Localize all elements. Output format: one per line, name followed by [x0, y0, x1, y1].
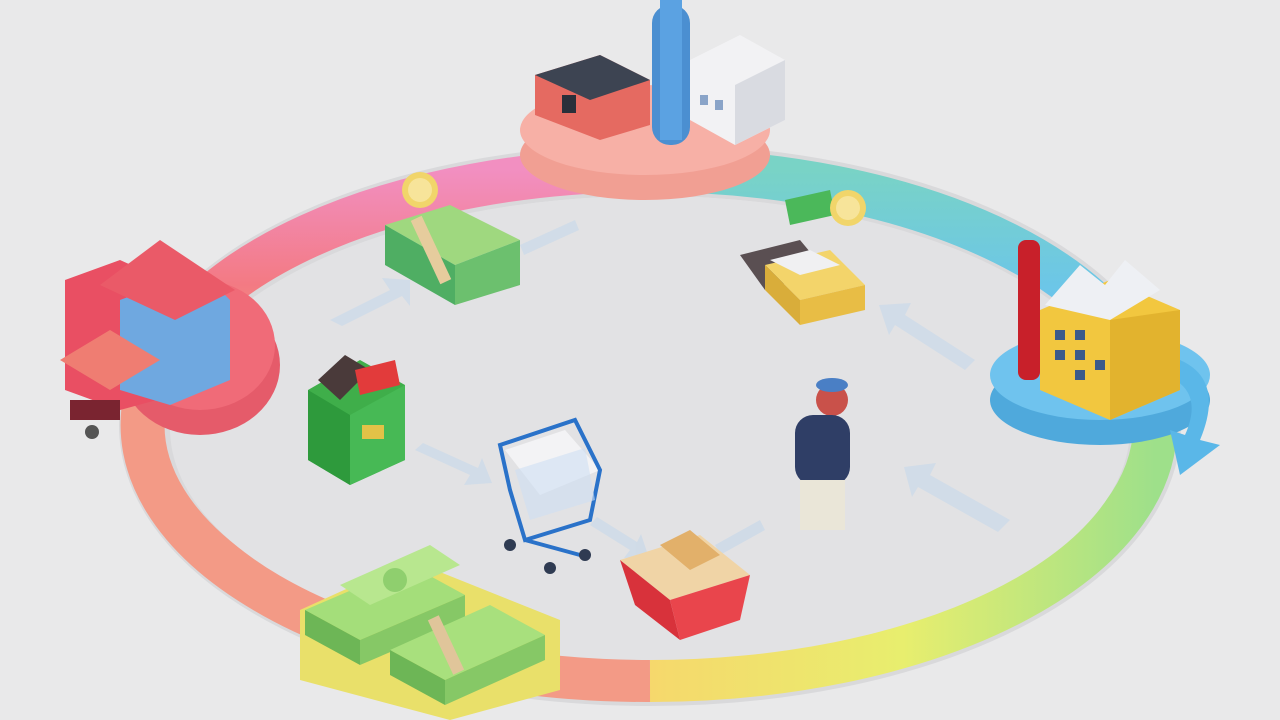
cash-bundle	[385, 172, 520, 305]
factory-right-node	[990, 240, 1220, 475]
arrow-icon	[415, 443, 492, 485]
arrow-icon	[330, 278, 410, 326]
factory-icon	[1018, 240, 1180, 420]
grocery-bag	[308, 355, 405, 485]
coins	[785, 190, 866, 226]
coin-icon	[402, 172, 438, 208]
factory-icon	[535, 0, 785, 145]
flow-arrows	[330, 220, 1010, 558]
person-icon	[795, 378, 850, 530]
coin-icon	[785, 190, 866, 226]
arrow-icon	[590, 517, 649, 558]
shopping-cart	[497, 417, 603, 574]
shopping-cart-icon	[497, 417, 603, 574]
arrow-icon	[904, 463, 1010, 532]
grocery-bag-icon	[308, 355, 405, 485]
cash-stack-icon	[305, 545, 545, 705]
cash-bundle-icon	[385, 205, 520, 305]
basket	[620, 530, 750, 640]
arrow-icon	[715, 520, 765, 555]
factory-top-node	[520, 0, 785, 200]
house-left-node	[60, 240, 280, 439]
shopper	[795, 378, 850, 530]
food-goods-icon	[740, 240, 865, 325]
arrow-icon	[520, 220, 579, 255]
cheese-bread	[740, 240, 865, 325]
money-bottom-node	[300, 545, 560, 720]
basket-icon	[620, 530, 750, 640]
house-icon	[60, 240, 235, 439]
arrow-icon	[879, 303, 975, 370]
